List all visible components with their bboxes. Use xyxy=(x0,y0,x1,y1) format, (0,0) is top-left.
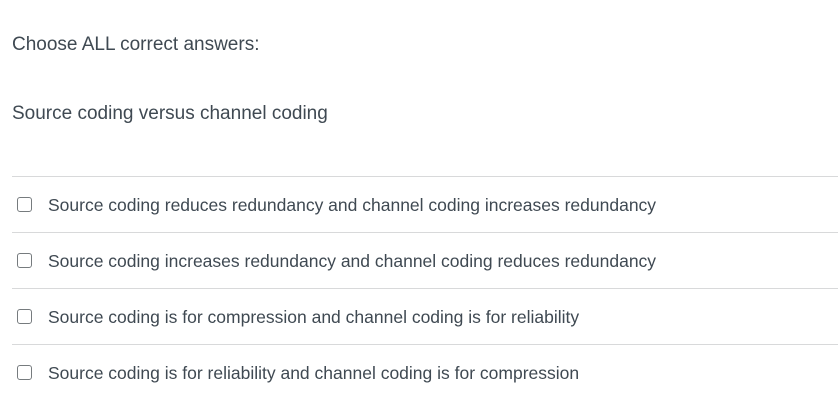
answer-option-label: Source coding is for compression and cha… xyxy=(48,306,580,327)
answer-checkbox[interactable] xyxy=(17,197,32,212)
question-instruction: Choose ALL correct answers: xyxy=(12,34,260,55)
answer-option-label: Source coding increases redundancy and c… xyxy=(48,250,657,271)
answer-option-label: Source coding reduces redundancy and cha… xyxy=(48,194,657,215)
answer-checkbox[interactable] xyxy=(17,253,32,268)
question-title: Source coding versus channel coding xyxy=(12,103,328,124)
answer-option-row[interactable]: Source coding is for reliability and cha… xyxy=(12,344,838,400)
answer-option-row[interactable]: Source coding reduces redundancy and cha… xyxy=(12,176,838,232)
answer-options-list: Source coding reduces redundancy and cha… xyxy=(12,176,838,400)
answer-option-row[interactable]: Source coding increases redundancy and c… xyxy=(12,232,838,288)
answer-option-label: Source coding is for reliability and cha… xyxy=(48,362,580,383)
answer-checkbox[interactable] xyxy=(17,365,32,380)
answer-option-row[interactable]: Source coding is for compression and cha… xyxy=(12,288,838,344)
answer-checkbox[interactable] xyxy=(17,309,32,324)
